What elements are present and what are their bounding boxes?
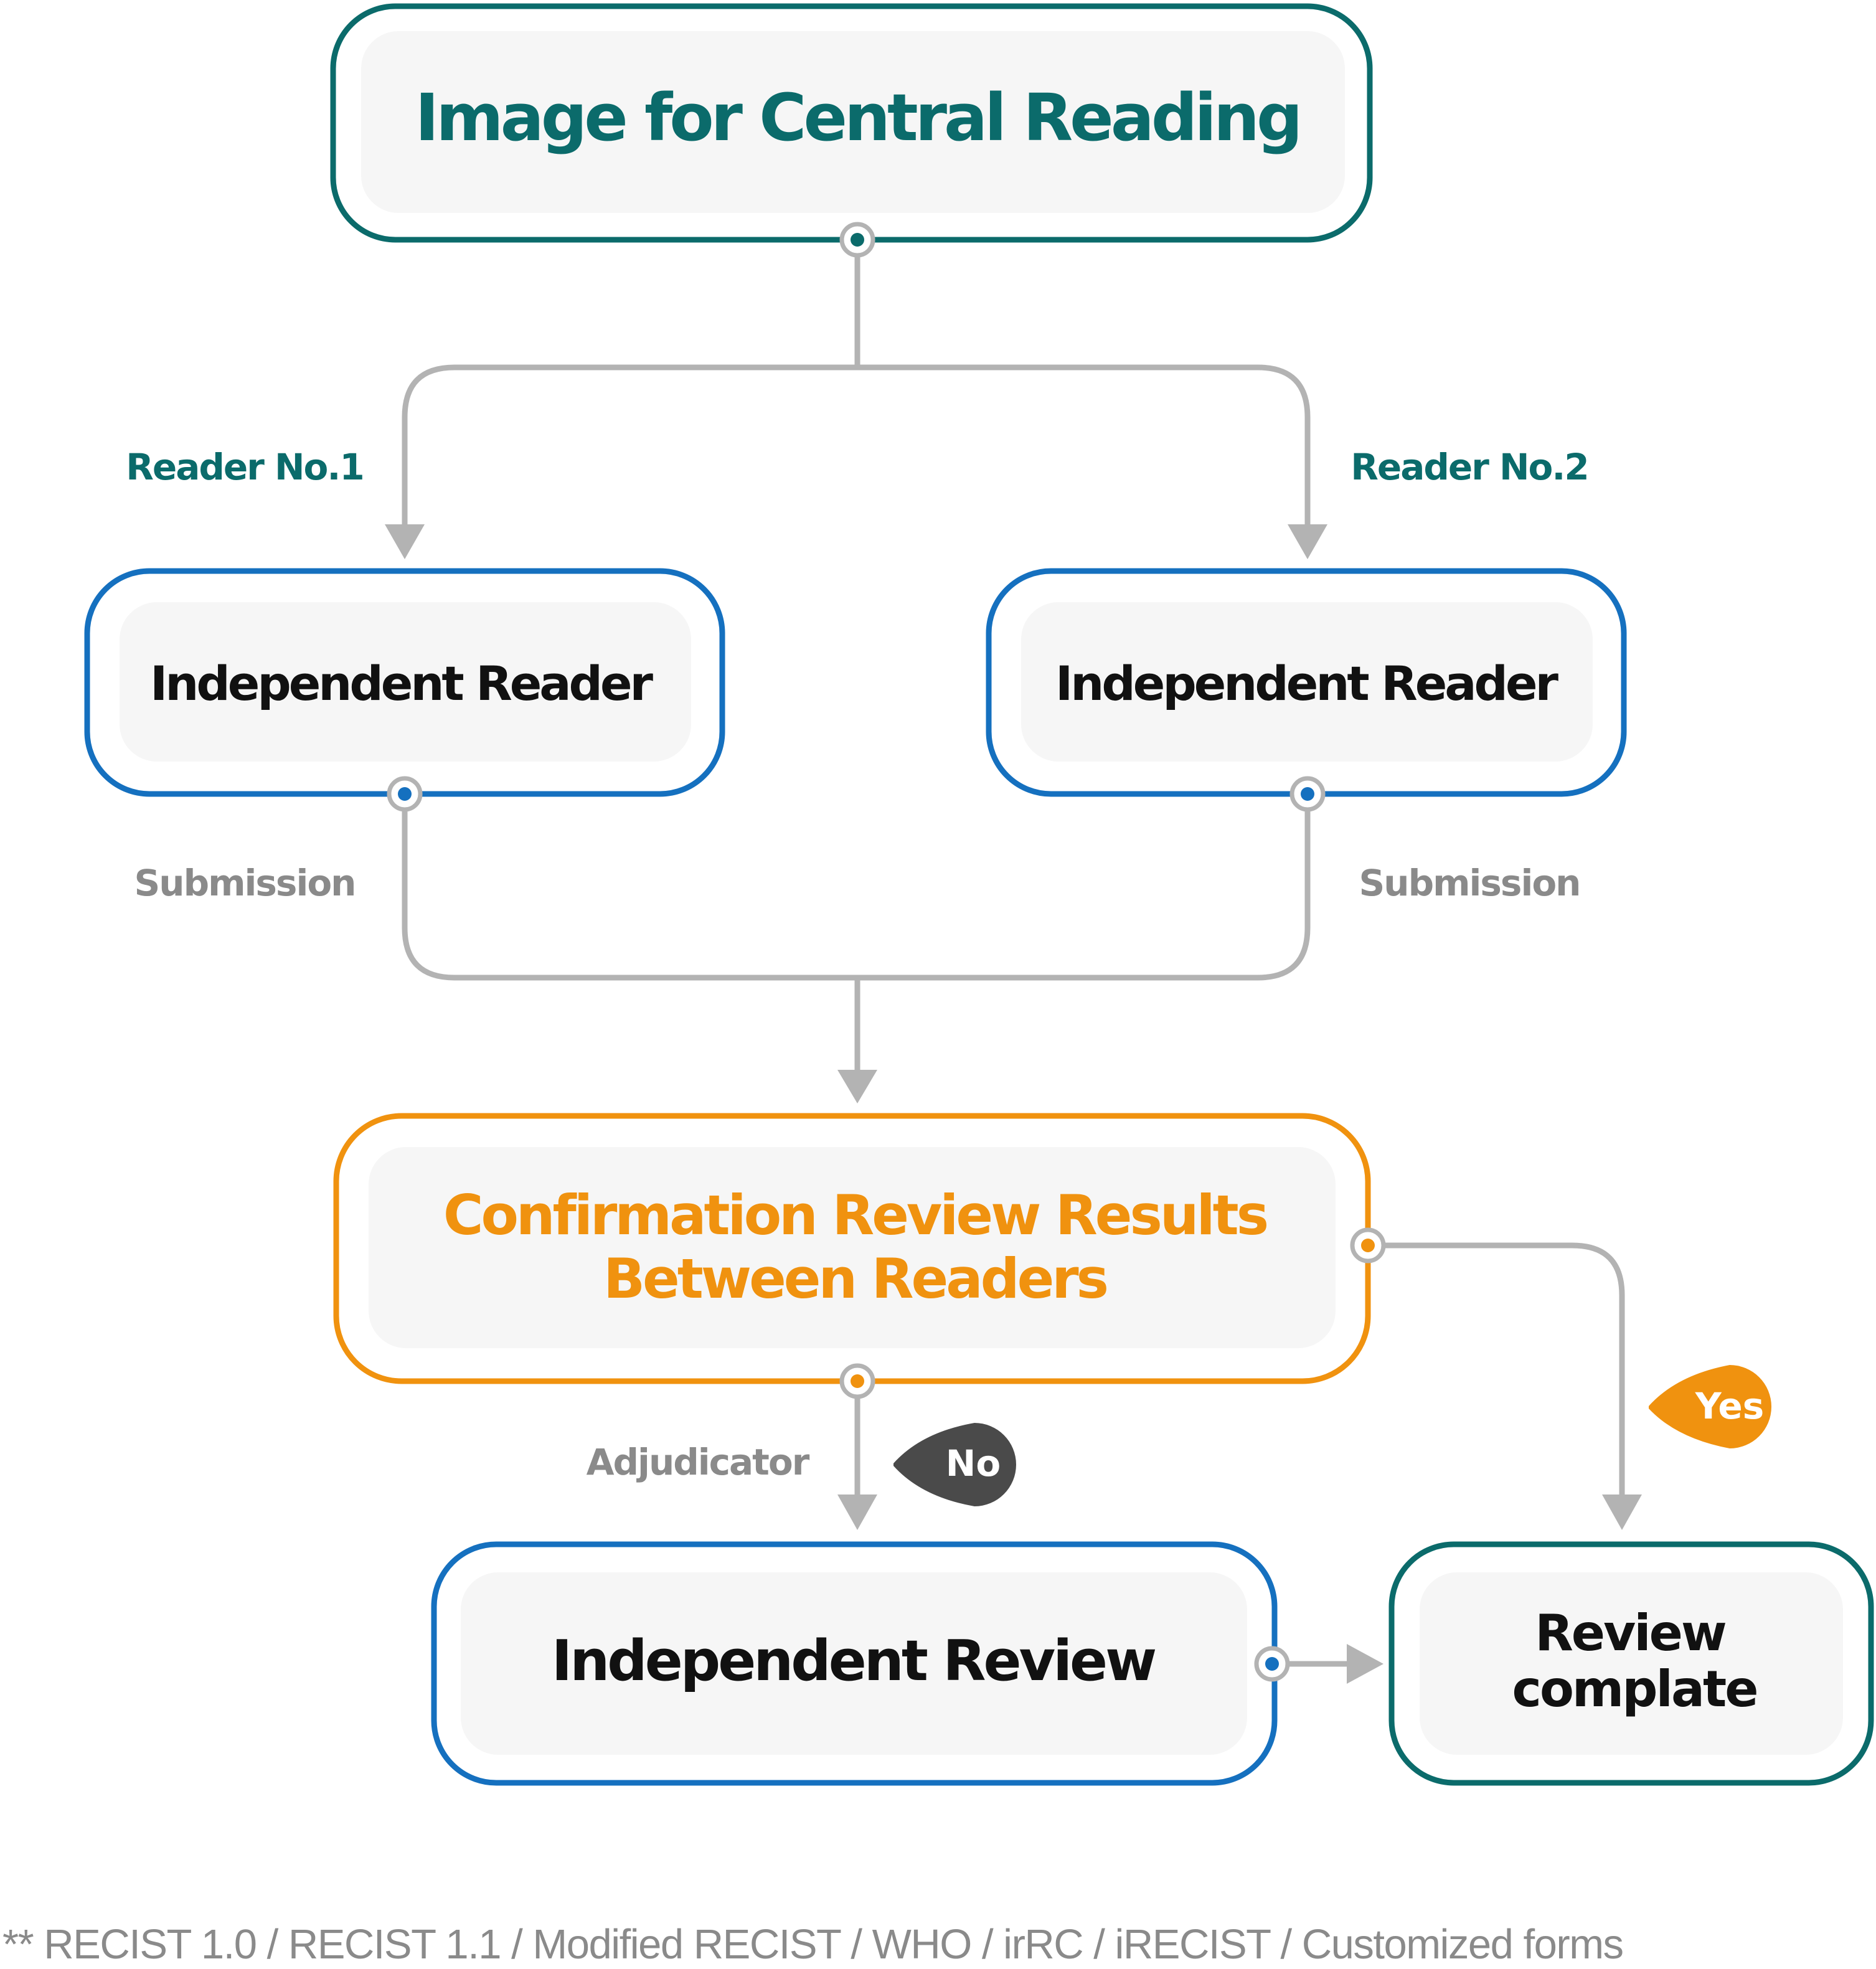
- connector-confirmation-complete: [1365, 1242, 1625, 1501]
- node-central-label: Image for Central Reading: [415, 80, 1300, 156]
- footnote: ** RECIST 1.0 / RECIST 1.1 / Modified RE…: [2, 1921, 1623, 1968]
- connector-readers-merge: [402, 791, 1311, 1077]
- yes-badge: Yes: [1649, 1365, 1771, 1448]
- arrowhead-confirmation: [837, 1070, 877, 1103]
- port-reader-1-bottom: [387, 776, 423, 812]
- port-confirmation-right: [1350, 1227, 1386, 1263]
- edge-label-submission-1: Submission: [134, 862, 356, 904]
- edge-label-submission-2: Submission: [1359, 862, 1580, 904]
- node-confirmation-line1: Confirmation Review Results: [443, 1183, 1267, 1247]
- node-complete-line2: complate: [1512, 1660, 1757, 1718]
- edge-label-reader-2: Reader No.2: [1350, 446, 1588, 488]
- edge-label-reader-1: Reader No.1: [126, 446, 364, 488]
- node-reader-2: Independent Reader: [986, 568, 1627, 797]
- ports: [387, 222, 1386, 1682]
- edge-label-adjudicator: Adjudicator: [587, 1441, 810, 1483]
- node-central: Image for Central Reading: [330, 3, 1373, 243]
- no-badge-label: No: [946, 1442, 1001, 1485]
- node-complete-line1: Review: [1535, 1604, 1726, 1662]
- node-reader-2-label: Independent Reader: [1055, 656, 1559, 711]
- arrowheads: [385, 524, 1642, 1684]
- arrowhead-review: [837, 1494, 877, 1530]
- node-reader-1: Independent Reader: [84, 568, 725, 797]
- node-review-label: Independent Review: [552, 1628, 1156, 1694]
- port-reader-2-bottom: [1289, 776, 1326, 812]
- node-reader-1-label: Independent Reader: [150, 656, 654, 711]
- node-complete: Review complate: [1388, 1541, 1874, 1786]
- port-confirmation-bottom: [839, 1363, 875, 1399]
- no-badge: No: [893, 1423, 1016, 1506]
- arrowhead-review-complete: [1347, 1644, 1383, 1684]
- arrowhead-reader2: [1288, 524, 1327, 559]
- yes-badge-label: Yes: [1695, 1385, 1765, 1427]
- port-central-bottom: [839, 222, 875, 258]
- arrowhead-complete: [1602, 1494, 1642, 1530]
- port-review-right: [1254, 1646, 1290, 1682]
- node-confirmation-line2: Between Readers: [603, 1247, 1107, 1311]
- node-review: Independent Review: [431, 1541, 1278, 1786]
- connector-central-split: [402, 237, 1311, 529]
- arrowhead-reader1: [385, 524, 425, 559]
- node-confirmation: Confirmation Review Results Between Read…: [333, 1113, 1371, 1384]
- connectors: [402, 237, 1625, 1667]
